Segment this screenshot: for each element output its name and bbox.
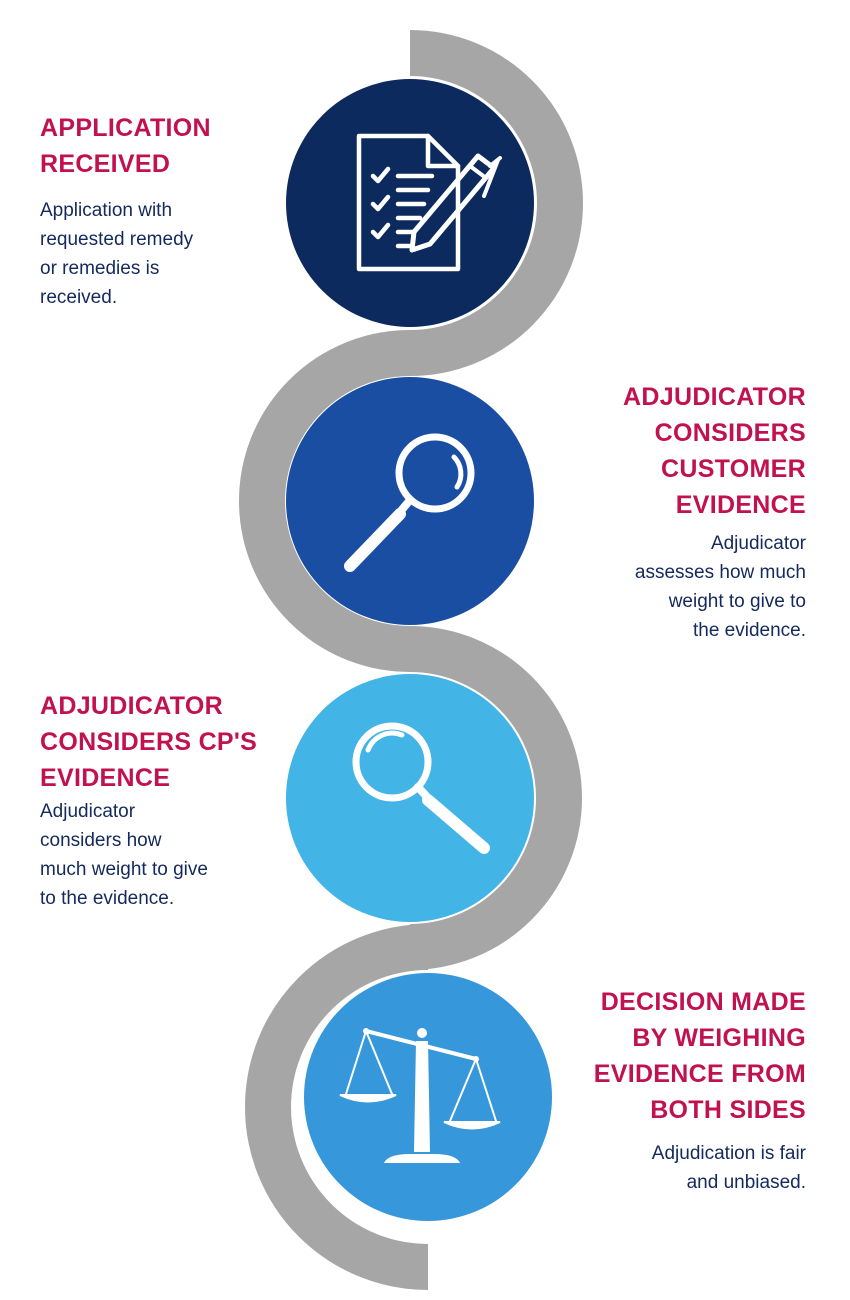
magnifier-icon: [352, 722, 490, 854]
step-2-title: ADJUDICATOR CONSIDERS CUSTOMER EVIDENCE: [623, 383, 806, 519]
step-3-description: Adjudicator considers how much weight to…: [40, 801, 208, 909]
connector-path: [239, 30, 583, 1290]
step-1-description: Application with requested remedy or rem…: [40, 200, 194, 308]
connector-segment: [409, 30, 583, 376]
connector-segment: [245, 924, 429, 1290]
document-pen-icon: [356, 133, 502, 272]
magnifier-icon: [344, 433, 475, 572]
connector-segment: [409, 626, 582, 970]
step-4-title: DECISION MADE BY WEIGHING EVIDENCE FROM …: [593, 988, 806, 1124]
step-2-description: Adjudicator assesses how much weight to …: [634, 533, 806, 641]
step-1-title: APPLICATION RECEIVED: [40, 114, 211, 178]
step-3-title: ADJUDICATOR CONSIDERS CP'S EVIDENCE: [40, 692, 258, 792]
step-3-circle: [286, 674, 534, 922]
step-4-description: Adjudication is fair and unbiased.: [651, 1143, 806, 1193]
connector-segment: [239, 330, 411, 672]
scales-icon: [339, 1028, 501, 1163]
